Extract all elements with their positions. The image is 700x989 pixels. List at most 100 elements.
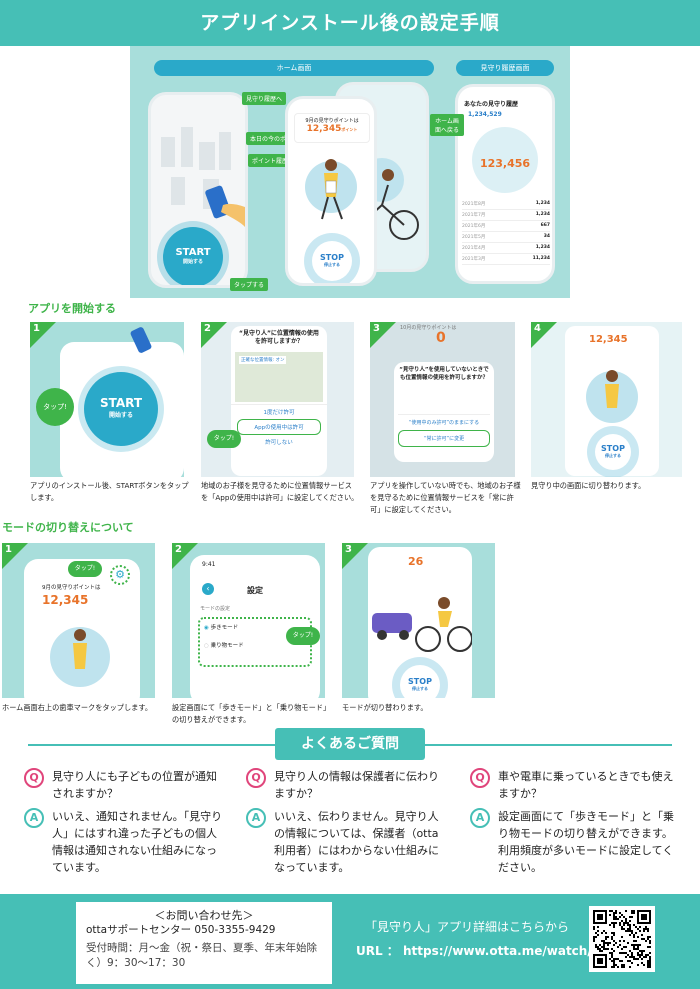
allow-once-option[interactable]: 1度だけ許可 — [231, 404, 327, 419]
contact-center: ottaサポートセンター 050-3355-9429 — [86, 924, 276, 936]
step-badge — [342, 543, 368, 569]
start-button[interactable]: START 開始する — [84, 372, 158, 446]
step1-3-caption: アプリを操作していない時でも、地域のお子様を見守るために位置情報サービスを「常に… — [370, 481, 521, 514]
history-date: 2021年3月 — [462, 257, 486, 262]
vehicle-mode-label: 乗り物モード — [210, 643, 244, 649]
qr-pattern — [593, 910, 651, 968]
walk-mode-option[interactable]: ◉ 歩きモード — [204, 625, 239, 631]
keep-while-using-option[interactable]: “使用中のみ許可”のままにする — [398, 414, 490, 430]
stop-label: STOP — [320, 253, 344, 262]
faq-q1: 見守り人にも子どもの位置が通知されますか？ — [52, 770, 217, 800]
faq-q2: 見守り人の情報は保護者に伝わりますか？ — [274, 770, 439, 800]
walker-illustration — [305, 159, 357, 220]
answer-icon: A — [24, 808, 44, 828]
tap-bubble: タップ! — [286, 627, 320, 645]
step1-3-image: 3 10月の見守りポイントは 0 “見守り人”を使用していないときでも位置情報の… — [370, 322, 515, 477]
history-value: 34 — [543, 234, 550, 239]
city-illustration — [161, 127, 245, 227]
dialog-title: “見守り人”を使用していないときでも位置情報の使用を許可しますか？ — [399, 367, 489, 381]
history-title: あなたの見守り履歴 — [464, 101, 519, 108]
history-total: 1,234,529 — [468, 111, 502, 118]
points-label: 9月の見守りポイントは — [305, 118, 359, 124]
history-date: 2021年7月 — [462, 213, 486, 218]
gear-icon[interactable]: ⚙ — [110, 565, 130, 585]
walker-illustration — [586, 370, 638, 423]
dialog-title: “見守り人”に位置情報の使用を許可しますか？ — [239, 330, 319, 345]
stop-sub: 停止する — [412, 686, 428, 691]
faq-title: よくあるご質問 — [275, 728, 425, 760]
allow-while-using-option[interactable]: Appの使用中は許可 — [237, 419, 321, 435]
change-to-always-option[interactable]: “常に許可”に変更 — [398, 430, 490, 447]
step-number: 1 — [33, 323, 40, 334]
back-icon[interactable]: ‹ — [202, 583, 214, 595]
qr-code — [589, 906, 655, 972]
points-value: 0 — [436, 330, 446, 346]
tap-bubble: タップ! — [36, 388, 74, 426]
step1-4-caption: 見守り中の画面に切り替わります。 — [531, 481, 646, 490]
history-value: 1,234 — [535, 245, 550, 250]
faq-q3: 車や電車に乗っているときでも使えますか？ — [498, 770, 674, 800]
callout-tap: タップする — [230, 278, 269, 291]
step-badge — [30, 322, 56, 348]
start-sub: 開始する — [108, 412, 133, 419]
history-row: 2021年8月 1,234 — [462, 199, 550, 210]
map-preview: 正確な位置情報: オン — [235, 352, 323, 402]
points-value: 12,345 — [42, 593, 89, 607]
points-label: 10月の見守りポイントは — [400, 325, 457, 331]
url-label: URL ： — [356, 944, 399, 958]
walk-mode-label: 歩きモード — [210, 625, 239, 631]
faq-a2: いいえ、伝わりません。見守り人の情報については、保護者（otta利用者）にはわか… — [274, 810, 439, 874]
tap-bubble: タップ! — [68, 561, 102, 577]
mode-section-label: モードの設定 — [200, 606, 231, 612]
step-badge — [370, 322, 396, 348]
history-date: 2021年8月 — [462, 202, 486, 207]
page-title: アプリインストール後の設定手順 — [0, 0, 700, 46]
question-icon: Q — [246, 768, 266, 788]
points-value: 12,345 — [589, 334, 628, 345]
dont-allow-option[interactable]: 許可しない — [265, 440, 293, 446]
step-number: 3 — [373, 323, 380, 334]
step-number: 3 — [345, 544, 352, 555]
url-line: URL ： https://www.otta.me/watch/ — [356, 942, 592, 959]
details-text: 「見守り人」アプリ詳細はこちらから — [364, 920, 569, 934]
callout-point-history: ポイント履歴 — [248, 154, 293, 167]
stop-label: STOP — [601, 444, 625, 453]
section-start-title: アプリを開始する — [28, 302, 116, 315]
status-time: 9:41 — [202, 561, 216, 568]
points-label: 9月の見守りポイントは — [42, 585, 101, 591]
step1-2-caption: 地域のお子様を見守るために位置情報サービスを「Appの使用中は許可」に設定してく… — [201, 481, 359, 502]
history-date: 2021年6月 — [462, 224, 486, 229]
vehicle-mode-option[interactable]: ○ 乗り物モード — [204, 643, 244, 649]
history-date: 2021年4月 — [462, 246, 486, 251]
step-number: 4 — [534, 323, 541, 334]
question-icon: Q — [24, 768, 44, 788]
step-badge — [2, 543, 28, 569]
always-allow-dialog: “見守り人”を使用していないときでも位置情報の使用を許可しますか？ “使用中のみ… — [394, 362, 494, 462]
history-screen-label: 見守り履歴画面 — [456, 60, 554, 76]
settings-screen: 9:41 ‹ 設定 モードの設定 ◉ 歩きモード ○ 乗り物モード — [190, 555, 320, 698]
history-value: 11,234 — [532, 256, 550, 261]
url-link[interactable]: https://www.otta.me/watch/ — [403, 944, 592, 958]
contact-hours: 受付時間：月～金（祝・祭日、夏季、年末年始除く）9：30～17：30 — [86, 942, 317, 969]
step1-1-image: 1 START 開始する タップ! — [30, 322, 184, 477]
tap-bubble: タップ! — [207, 430, 241, 448]
history-row: 2021年3月 11,234 — [462, 254, 550, 265]
callout-back-home: ホーム画面へ戻る — [430, 114, 464, 136]
start-label: START — [175, 247, 211, 258]
points-value: 26 — [408, 555, 424, 568]
question-icon: Q — [470, 768, 490, 788]
start-label: START — [99, 396, 143, 410]
history-value: 1,234 — [535, 201, 550, 206]
faq-a1: いいえ、通知されません。「見守り人」にはすれ違った子どもの個人情報は通知されない… — [52, 810, 223, 874]
faq-a3: 設定画面にて「歩きモード」と「乗り物モードの切り替えができます。利用頻度が多いモ… — [498, 810, 674, 874]
